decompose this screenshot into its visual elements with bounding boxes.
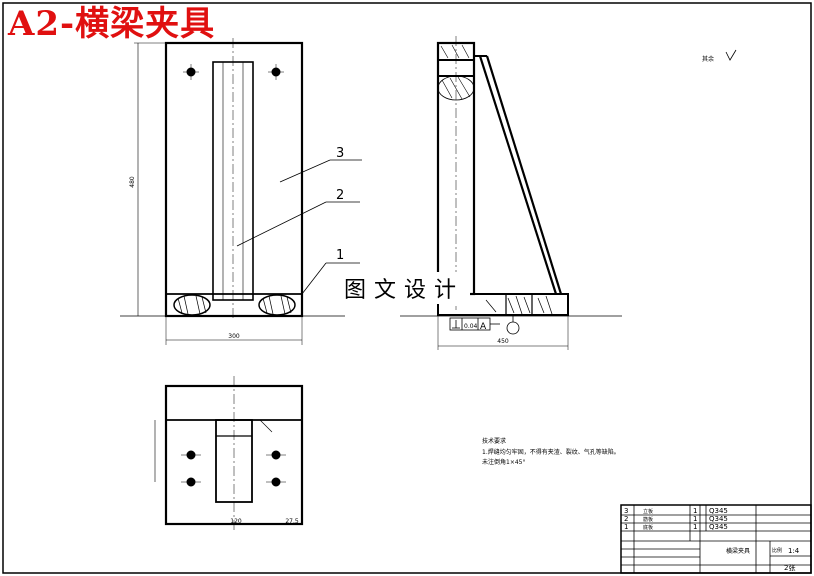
notes-line1: 1.焊缝均匀牢固，不得有夹渣、裂纹、气孔等缺陷。 (482, 448, 620, 456)
tb-row-no: 3 (624, 507, 628, 515)
leader-2: 2 (336, 188, 344, 203)
plan-right-dim: 27.5 (285, 518, 299, 525)
tb-row-material: Q345 (709, 515, 728, 523)
leader-3: 3 (336, 146, 344, 161)
base-hatch (173, 294, 296, 316)
drawing-title: A2-横梁夹具 (8, 4, 216, 44)
side-view (400, 36, 622, 350)
side-width-dim: 450 (497, 338, 509, 345)
roughness-icon (725, 49, 737, 61)
side-base (437, 293, 569, 316)
tb-row-no: 2 (624, 515, 628, 523)
front-width-dim: 300 (228, 333, 240, 340)
part-leaders (236, 159, 362, 295)
notes-heading: 技术要求 (482, 437, 506, 445)
title-block (620, 504, 812, 574)
tolerance-frame (449, 316, 520, 335)
tb-row-qty: 1 (693, 515, 697, 523)
tb-row-qty: 1 (693, 507, 697, 515)
tb-row-name: 筋板 (643, 516, 653, 523)
tb-scale: 1:4 (788, 547, 800, 555)
tb-row-name: 立板 (643, 508, 653, 515)
watermark-text: 图文设计 (338, 272, 471, 304)
tb-sheet: 2张 (784, 563, 795, 572)
tb-row-name: 底板 (643, 524, 653, 531)
leader-1: 1 (336, 248, 344, 263)
front-height-dim: 480 (129, 176, 136, 188)
tb-row-no: 1 (624, 523, 628, 531)
tb-scale-label: 比例 (772, 547, 782, 554)
plan-view (154, 376, 304, 530)
tolerance-value: 0.04 (464, 323, 478, 330)
tb-row-material: Q345 (709, 507, 728, 515)
plan-width-dim: 120 (230, 518, 242, 525)
notes-line2: 未注倒角1×45° (482, 458, 525, 466)
surface-mark-label: 其余 (702, 55, 714, 63)
front-plate-outline (164, 41, 304, 318)
tb-row-qty: 1 (693, 523, 697, 531)
tb-drawing-name: 横梁夹具 (726, 547, 750, 555)
tolerance-datum: A (480, 322, 487, 332)
front-view (120, 38, 345, 345)
tb-row-material: Q345 (709, 523, 728, 531)
